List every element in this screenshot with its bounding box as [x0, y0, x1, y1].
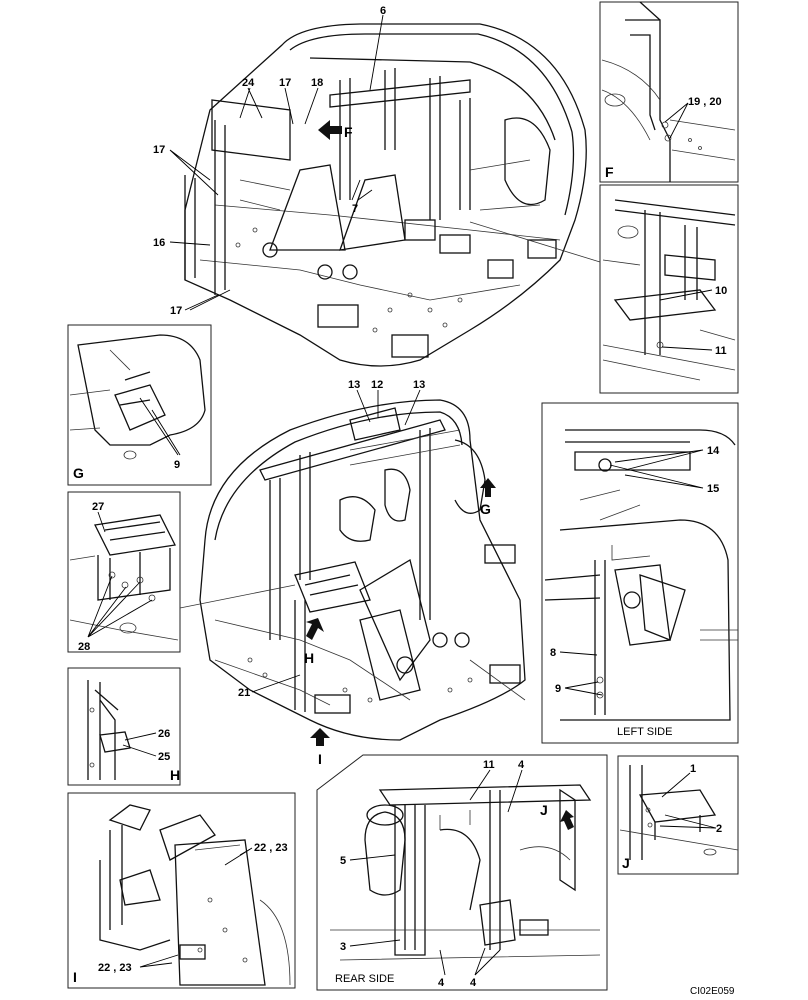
detail-frame-27-28	[67, 491, 181, 653]
callout-labels: 6 24 17 18 17 16 7 17 19 , 20 10 11 9 13…	[78, 5, 727, 989]
connector-line-top	[469, 221, 601, 263]
callout-4-bottom-right: 4	[470, 977, 477, 989]
caption-left-side: LEFT SIDE	[617, 726, 672, 738]
connector-line	[179, 584, 296, 609]
callout-22-23-top: 22 , 23	[254, 842, 288, 854]
callout-15: 15	[707, 483, 719, 495]
callout-26: 26	[158, 728, 170, 740]
callout-27: 27	[92, 501, 104, 513]
callout-10: 10	[715, 285, 727, 297]
callout-5: 5	[340, 855, 346, 867]
callout-16: 16	[153, 237, 165, 249]
view-h-arrow-icon	[306, 618, 324, 640]
callout-24: 24	[242, 77, 255, 89]
callout-3: 3	[340, 941, 346, 953]
callout-9-left-side: 9	[555, 683, 561, 695]
view-j-arrow-icon	[560, 810, 574, 830]
view-letter-j: J	[622, 855, 630, 871]
detail-frame-rear-side	[316, 754, 608, 991]
callout-1: 1	[690, 763, 696, 775]
callout-25: 25	[158, 751, 170, 763]
detail-27-28-drawing	[69, 514, 179, 641]
detail-frame-j	[617, 755, 739, 875]
view-letter-f-arrow: F	[344, 124, 353, 140]
callout-13-left: 13	[348, 379, 360, 391]
callout-21: 21	[238, 687, 250, 699]
detail-j-drawing	[619, 765, 739, 860]
callout-22-23-bottom: 22 , 23	[98, 962, 132, 974]
left-side-detail-drawing	[544, 429, 738, 721]
view-g-arrow-icon	[480, 478, 496, 497]
callout-17-top: 17	[279, 77, 291, 89]
view-f-arrow-icon	[318, 120, 342, 140]
view-letter-h-arrow: H	[304, 650, 314, 666]
detail-frame-f	[599, 1, 739, 183]
callout-17-left: 17	[153, 144, 165, 156]
rear-side-detail-drawing	[330, 784, 601, 961]
view-letter-h: H	[170, 767, 180, 783]
callout-14: 14	[707, 445, 720, 457]
detail-f-drawing	[601, 1, 736, 182]
callout-6: 6	[380, 5, 386, 17]
callout-8: 8	[550, 647, 556, 659]
detail-frame-g	[67, 324, 212, 486]
view-letter-g: G	[73, 465, 84, 481]
view-letter-j-arrow: J	[540, 802, 548, 818]
callout-28: 28	[78, 641, 90, 653]
upper-frame-assembly-middle	[199, 399, 526, 741]
callout-9-g: 9	[174, 459, 180, 471]
detail-frame-h	[67, 667, 181, 786]
callout-7: 7	[352, 203, 358, 215]
callout-12: 12	[371, 379, 383, 391]
view-letters: F F G G H H I I J J	[73, 124, 630, 985]
detail-10-11-drawing	[602, 199, 736, 381]
detail-i-drawing	[99, 804, 291, 986]
view-letter-i-arrow: I	[318, 751, 322, 767]
callout-11-rear: 11	[483, 759, 495, 771]
view-i-arrow-icon	[310, 728, 330, 746]
detail-frame-11-10	[599, 184, 739, 394]
drawing-id: CI02E059	[690, 986, 735, 997]
callout-2: 2	[716, 823, 722, 835]
callout-4-top: 4	[518, 759, 525, 771]
callout-11-detail: 11	[715, 345, 727, 357]
detail-g-drawing	[69, 334, 206, 460]
detail-frame-i	[67, 792, 296, 989]
view-letter-f: F	[605, 164, 614, 180]
view-letter-g-arrow: G	[480, 501, 491, 517]
detail-h-drawing	[87, 680, 131, 780]
caption-rear-side: REAR SIDE	[335, 973, 394, 985]
leader-lines	[87, 14, 717, 976]
view-letter-i: I	[73, 969, 77, 985]
callout-4-bottom-left: 4	[438, 977, 445, 989]
callout-19-20: 19 , 20	[688, 96, 722, 108]
detail-frame-left-side	[541, 402, 739, 744]
callout-17-bottom: 17	[170, 305, 182, 317]
callout-18: 18	[311, 77, 323, 89]
callout-13-right: 13	[413, 379, 425, 391]
upper-frame-assembly-top	[184, 23, 587, 367]
